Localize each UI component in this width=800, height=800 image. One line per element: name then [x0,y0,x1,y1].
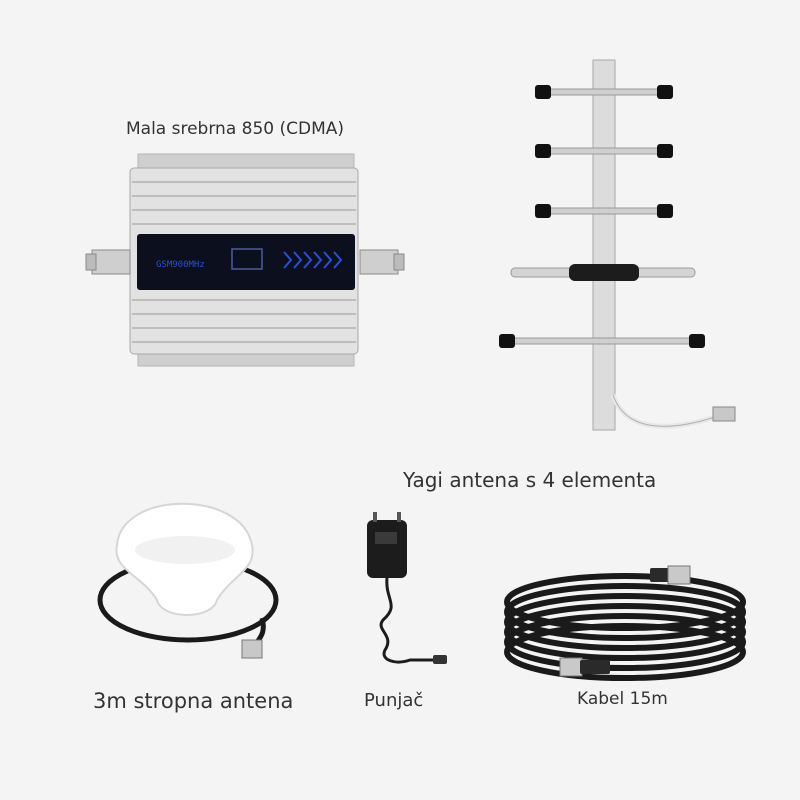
charger-label: Punjač [364,690,424,711]
signal-repeater-image: GSM900MHz [85,153,405,367]
coax-cable-image [504,565,746,681]
power-charger-image [367,512,447,664]
yagi-antenna-image [499,59,736,431]
ceiling-antenna-image [97,502,279,659]
cable-label: Kabel 15m [577,689,668,709]
repeater-display-text: GSM900MHz [156,260,205,270]
yagi-label: Yagi antena s 4 elementa [403,468,657,492]
repeater-label: Mala srebrna 850 (CDMA) [126,119,345,139]
ceiling-antenna-label: 3m stropna antena [93,689,294,713]
